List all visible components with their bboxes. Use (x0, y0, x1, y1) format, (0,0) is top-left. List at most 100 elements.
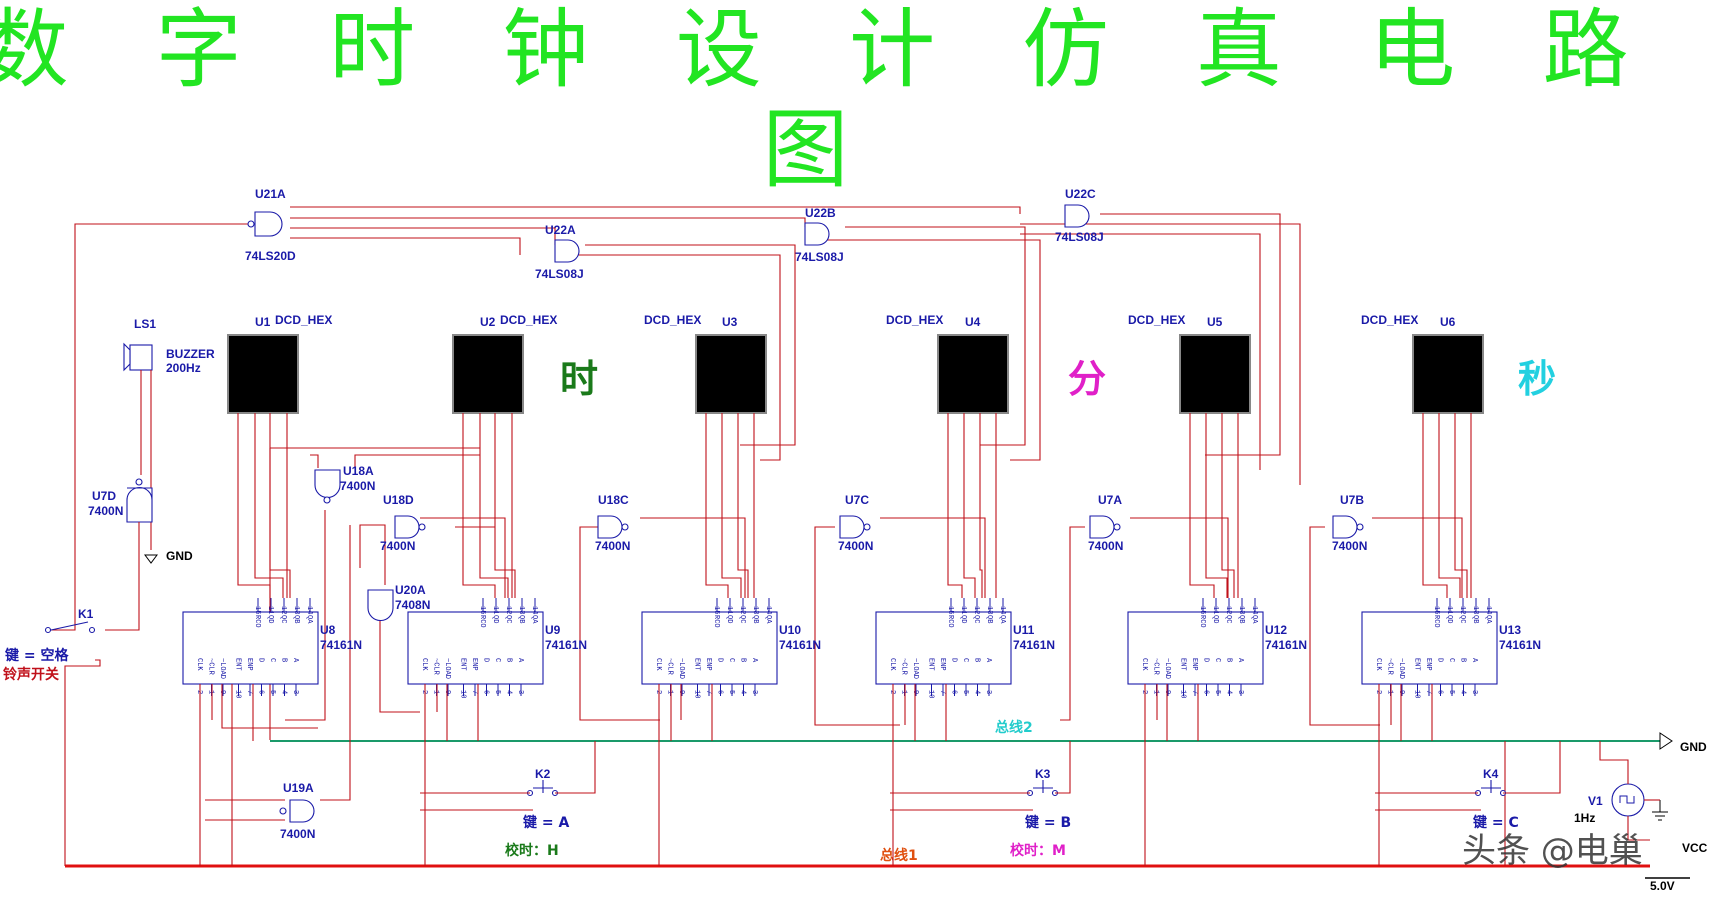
counter-bottom-pin-name: ENP (470, 658, 478, 671)
gate-u18d-type: 7400N (380, 539, 415, 553)
counter-bottom-pin-name: ENT (1413, 658, 1421, 671)
counter-top-pin-name: QB (1237, 615, 1245, 623)
counter-bottom-pin-number: 6 (482, 690, 490, 694)
counter-bottom-pin-name: ~LOAD (443, 658, 451, 679)
counter-bottom-pin-name: B (973, 658, 981, 662)
counter-bottom-pin-name: A (291, 658, 299, 663)
bus-2-label: 总线2 (995, 719, 1033, 736)
counter-top-pin-name: QB (517, 615, 525, 623)
counter-u9-type: 74161N (545, 638, 587, 652)
display-u3: U3 DCD_HEX (644, 313, 767, 414)
counter-bottom-pin-name: B (505, 658, 513, 662)
counter-bottom-pin-number: 1 (1152, 690, 1160, 694)
counter-bottom-pin-name: ~CLR (666, 658, 674, 676)
counter-bottom-pin-name: B (280, 658, 288, 662)
counter-bottom-pin-name: C (493, 658, 501, 662)
bus-1-label: 总线1 (880, 847, 918, 864)
counter-top-pin-name: QB (1471, 615, 1479, 623)
gate-u19a-ref: U19A (283, 781, 314, 795)
counter-bottom-pin-number: 6 (1202, 690, 1210, 694)
counter-bottom-pin-number: 7 (938, 690, 946, 694)
switch-k2-ref: K2 (535, 767, 551, 781)
counter-bottom-pin-name: C (961, 658, 969, 662)
counter-bottom-pin-number: 3 (291, 690, 299, 694)
counter-bottom-pin-number: 2 (420, 690, 428, 694)
counter-bottom-pin-number: 4 (1459, 690, 1467, 694)
counter-top-pin-name: QC (1458, 615, 1466, 623)
counter-bottom-pin-name: ENP (704, 658, 712, 671)
counter-top-pin-number: 14 (305, 606, 313, 614)
gate-u7b: U7B 7400N (1332, 493, 1367, 553)
gate-u20a: U20A 7408N (367, 583, 430, 622)
counter-top-pin-number: 13 (1471, 606, 1479, 614)
counter-bottom-pin-number: 4 (739, 690, 747, 694)
counter-u10-type: 74161N (779, 638, 821, 652)
counter-bottom-pin-number: 7 (1190, 690, 1198, 694)
counter-bottom-pin-name: D (1436, 658, 1444, 662)
switch-k1-ref: K1 (78, 607, 94, 621)
counter-bottom-pin-number: 2 (654, 690, 662, 694)
display-u2: U2 DCD_HEX (452, 313, 557, 414)
gate-u22c-type: 74LS08J (1055, 230, 1104, 244)
vcc-voltage: 5.0V (1650, 879, 1675, 893)
counter-top-pin-number: 12 (1458, 606, 1466, 614)
counter-top-pin-name: RCO (253, 615, 261, 628)
counter-top-pin-number: 12 (738, 606, 746, 614)
display-u1-type: DCD_HEX (275, 313, 332, 327)
counter-top-pin-name: QA (305, 615, 313, 624)
counter-u13-type: 74161N (1499, 638, 1541, 652)
counter-bottom-pin-number: 2 (1140, 690, 1148, 694)
counter-top-pin-number: 15 (1198, 606, 1206, 614)
counter-u9-ref: U9 (545, 623, 561, 637)
gate-u22a: U22A 74LS08J (535, 223, 584, 281)
switch-k3[interactable]: K3 键 = B (1024, 767, 1071, 831)
display-u5-type: DCD_HEX (1128, 313, 1185, 327)
adjust-minute-label: 校时：M (1010, 842, 1066, 859)
gnd-top-label: GND (166, 549, 193, 563)
gate-u7a-type: 7400N (1088, 539, 1123, 553)
counter-bottom-pin-name: ~CLR (900, 658, 908, 676)
counter-bottom-pin-name: ENP (938, 658, 946, 671)
switch-k2[interactable]: K2 键 = A (522, 767, 569, 831)
counter-bottom-pin-name: ~CLR (1152, 658, 1160, 676)
gate-u7d-type: 7400N (88, 504, 123, 518)
counter-bottom-pin-name: ENP (1424, 658, 1432, 671)
counter-top-pin-name: RCO (478, 615, 486, 628)
display-u4-ref: U4 (965, 315, 981, 329)
display-u5: U5 DCD_HEX (1128, 313, 1251, 414)
gate-u18d: U18D 7400N (380, 493, 426, 553)
counter-bottom-pin-name: ~LOAD (911, 658, 919, 679)
counter-top-pin-number: 15 (478, 606, 486, 614)
clock-source-v1: V1 1Hz VCC 5.0V (1574, 741, 1708, 893)
k1-wire (64, 659, 101, 866)
counter-bottom-pin-number: 2 (888, 690, 896, 694)
gate-u19a-type: 7400N (280, 827, 315, 841)
counter-top-pin-number: 12 (1224, 606, 1232, 614)
counter-top-pin-number: 13 (985, 606, 993, 614)
counter-top-pin-name: QA (1484, 615, 1492, 624)
display-u6-ref: U6 (1440, 315, 1456, 329)
counter-u12-ref: U12 (1265, 623, 1287, 637)
counter-top-pin-number: 14 (998, 606, 1006, 614)
gate-u20a-ref: U20A (395, 583, 426, 597)
counter-bottom-pin-name: C (268, 658, 276, 662)
display-u3-ref: U3 (722, 315, 738, 329)
gate-u22a-ref: U22A (545, 223, 576, 237)
counter-u12-type: 74161N (1265, 638, 1307, 652)
counter-top-pin-number: 13 (751, 606, 759, 614)
counter-bottom-pin-number: 2 (1374, 690, 1382, 694)
switch-k1[interactable]: K1 键 = 空格 铃声开关 (3, 607, 96, 683)
vcc-label: VCC (1682, 841, 1708, 855)
counter-top-pin-name: QA (998, 615, 1006, 624)
counter-bottom-pin-name: D (950, 658, 958, 662)
counter-top-pin-number: 11 (959, 606, 967, 614)
counter-top-pin-number: 13 (1237, 606, 1245, 614)
switch-k4[interactable]: K4 键 = C (1472, 767, 1519, 831)
gate-u21a-type: 74LS20D (245, 249, 296, 263)
counter-top-pin-name: RCO (1198, 615, 1206, 628)
counter-top-pin-name: QA (1250, 615, 1258, 624)
counter-bottom-pin-name: CLK (1140, 658, 1148, 671)
v1-ref: V1 (1588, 794, 1603, 808)
counter-bottom-pin-number: 7 (704, 690, 712, 694)
gate-u21a-ref: U21A (255, 187, 286, 201)
